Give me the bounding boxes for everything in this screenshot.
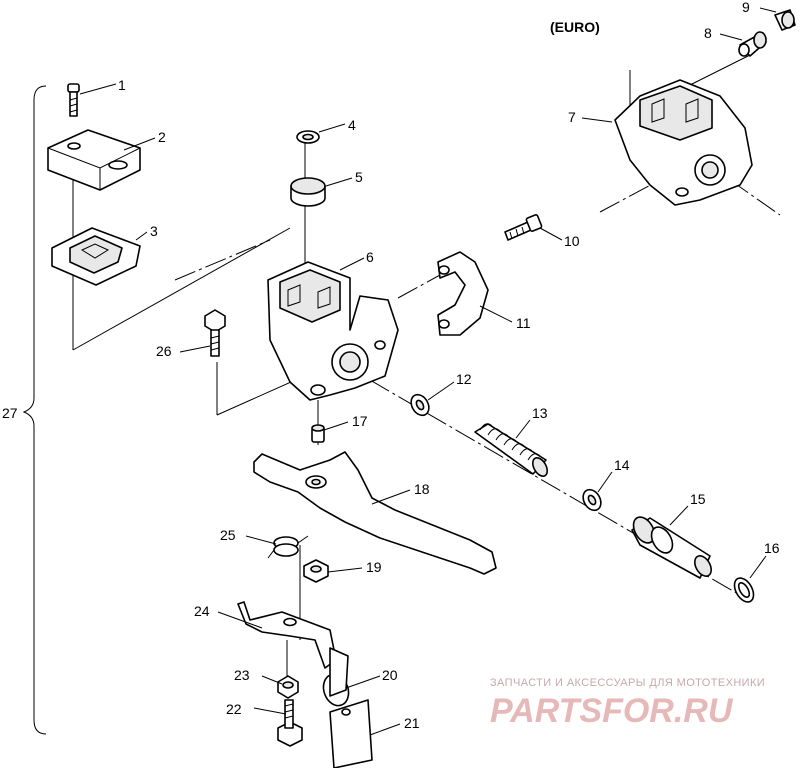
part-label: 13 <box>532 405 548 421</box>
part-master-cylinder-6 <box>267 261 399 401</box>
part-label: 19 <box>366 559 382 575</box>
part-label: 6 <box>366 249 374 265</box>
part-label: 23 <box>234 667 250 683</box>
part-label: 27 <box>2 405 18 421</box>
part-labels: 1 2 3 4 5 6 7 8 9 10 11 12 13 14 15 16 1… <box>2 0 780 731</box>
part-label: 2 <box>158 129 166 145</box>
part-label: 15 <box>690 491 706 507</box>
part-piston-15 <box>631 516 712 579</box>
part-label: 20 <box>382 667 398 683</box>
part-bolt-26 <box>204 309 226 357</box>
part-label: 7 <box>568 109 576 125</box>
part-label: 9 <box>742 0 750 15</box>
part-spring-13 <box>474 423 549 477</box>
part-label: 11 <box>516 315 531 331</box>
part-label: 5 <box>355 169 363 185</box>
part-tag-21 <box>329 699 373 769</box>
part-spring-25 <box>267 535 309 559</box>
watermark-tagline: ЗАПЧАСТИ И АКСЕССУАРЫ ДЛЯ МОТОТЕХНИКИ <box>490 677 765 689</box>
part-label: 18 <box>414 481 430 497</box>
part-label: 14 <box>614 457 630 473</box>
part-label: 26 <box>156 343 172 359</box>
part-clamp-11 <box>437 251 489 336</box>
part-master-cylinder-euro-7 <box>614 79 753 206</box>
part-nut-23 <box>277 675 299 699</box>
callout-leaders <box>79 7 777 736</box>
part-fitting-8 <box>738 31 767 57</box>
part-screw-22 <box>277 699 303 747</box>
watermark: ЗАПЧАСТИ И АКСЕССУАРЫ ДЛЯ МОТОТЕХНИКИ PA… <box>490 677 765 730</box>
part-label: 16 <box>764 540 780 556</box>
part-label: 1 <box>118 77 126 93</box>
part-washer-12 <box>410 393 430 417</box>
part-label: 3 <box>150 223 158 239</box>
part-lever-18 <box>253 451 497 575</box>
part-nut-19 <box>303 559 329 583</box>
part-label: 4 <box>348 117 356 133</box>
assembly-bracket <box>22 85 47 735</box>
part-label: 21 <box>404 715 420 731</box>
part-label: 8 <box>704 25 712 41</box>
variant-label: (EURO) <box>550 19 600 35</box>
part-label: 12 <box>456 371 472 387</box>
part-washer-4 <box>296 130 320 144</box>
part-label: 25 <box>220 527 236 543</box>
part-set-screw-17 <box>311 424 325 443</box>
part-label: 17 <box>352 413 368 429</box>
part-screw-1 <box>67 83 80 117</box>
part-cap-9 <box>774 9 796 31</box>
part-o-ring-16 <box>733 577 755 603</box>
part-label: 24 <box>194 603 210 619</box>
part-label: 10 <box>564 233 580 249</box>
part-label: 22 <box>226 701 242 717</box>
part-bushing-5 <box>290 177 326 207</box>
part-washer-14 <box>582 488 602 512</box>
part-ring-20 <box>322 647 350 707</box>
watermark-brand: PARTSFOR.RU <box>490 692 734 730</box>
part-reservoir-cover-2 <box>47 129 141 191</box>
part-diaphragm-3 <box>51 227 141 286</box>
part-bolt-10 <box>504 214 543 241</box>
